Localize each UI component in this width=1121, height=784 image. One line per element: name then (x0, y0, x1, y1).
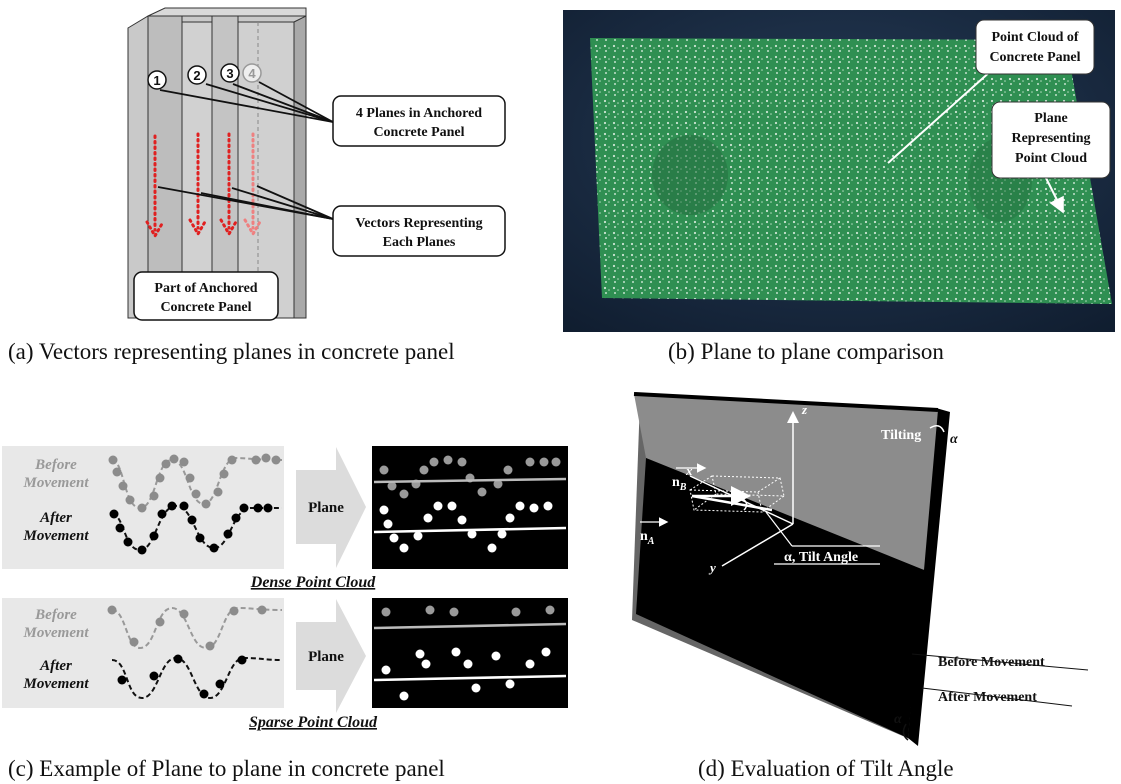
alpha-top: α (950, 432, 958, 447)
before-movement-label: Before Movement (938, 655, 1045, 670)
callout-part-line-2: Concrete Panel (160, 300, 251, 315)
svg-text:Plane: Plane (1034, 111, 1067, 126)
callout-part (133, 271, 279, 321)
svg-text:Movement: Movement (23, 528, 90, 544)
callout-planes-line-1: 4 Planes in Anchored (356, 106, 482, 121)
sparse-label: Sparse Point Cloud (249, 714, 378, 731)
panel-a: 1 2 3 4 (8, 7, 506, 364)
callout-planes (332, 95, 506, 147)
svg-text:1: 1 (153, 73, 160, 88)
callout-point-cloud (975, 19, 1095, 75)
svg-text:Point Cloud: Point Cloud (1015, 151, 1087, 166)
svg-text:Movement: Movement (23, 625, 90, 641)
callout-planes-line-2: Concrete Panel (373, 125, 464, 140)
alpha-bottom: α (894, 712, 902, 727)
point-cloud (590, 38, 1112, 304)
svg-text:After: After (39, 658, 72, 674)
callout-part-line-1: Part of Anchored (154, 281, 257, 296)
panel-c: Before Movement After Movement Plane Den… (2, 446, 568, 781)
svg-text:Movement: Movement (23, 676, 90, 692)
callout-fitted-plane (991, 101, 1111, 179)
tilting-label: Tilting (881, 428, 921, 443)
panel-d: z x y nB nA α, Tilt Angle Tilting α (632, 392, 1089, 781)
axis-x-label: x (685, 463, 693, 478)
svg-text:Representing: Representing (1011, 131, 1090, 146)
svg-text:Before: Before (34, 607, 77, 623)
sparse-plane-box (372, 598, 568, 708)
svg-text:2: 2 (193, 68, 200, 83)
svg-text:Point Cloud of: Point Cloud of (991, 30, 1078, 45)
plane-number-4: 4 (242, 63, 262, 83)
plane-number-3: 3 (220, 63, 240, 83)
tilt-angle-label: α, Tilt Angle (784, 550, 858, 565)
dense-label: Dense Point Cloud (250, 574, 376, 591)
normal-b-label: nB (672, 475, 687, 493)
caption-b: (b) Plane to plane comparison (668, 339, 944, 364)
svg-text:3: 3 (226, 66, 233, 81)
svg-text:Before: Before (34, 457, 77, 473)
svg-text:After: After (39, 510, 72, 526)
plane-number-2: 2 (187, 65, 207, 85)
caption-c: (c) Example of Plane to plane in concret… (8, 756, 445, 781)
axis-z-label: z (801, 402, 808, 417)
normal-a-label: nA (640, 529, 655, 547)
plane-before-lower (636, 458, 924, 738)
axis-y-label: y (708, 560, 716, 575)
plane-before-upper (634, 394, 938, 570)
svg-text:Plane: Plane (308, 649, 344, 665)
sparse-wave-box (2, 598, 284, 708)
svg-text:Plane: Plane (308, 500, 344, 516)
callout-vectors-line-1: Vectors Representing (355, 216, 482, 231)
leader-lines (157, 81, 334, 220)
caption-d: (d) Evaluation of Tilt Angle (698, 756, 954, 781)
plane-number-1: 1 (147, 70, 167, 90)
sparse-plane-arrow (296, 599, 366, 713)
callout-vectors (332, 205, 506, 257)
svg-text:Concrete Panel: Concrete Panel (989, 50, 1080, 65)
callout-vectors-line-2: Each Planes (383, 235, 456, 250)
svg-text:4: 4 (248, 66, 256, 81)
plane-vectors (145, 132, 263, 240)
after-movement-label: After Movement (938, 690, 1037, 705)
panel-b: Point Cloud of Concrete Panel Plane Repr… (563, 10, 1115, 364)
svg-text:Movement: Movement (23, 475, 90, 491)
dense-plane-arrow (296, 447, 366, 568)
caption-a: (a) Vectors representing planes in concr… (8, 339, 455, 364)
